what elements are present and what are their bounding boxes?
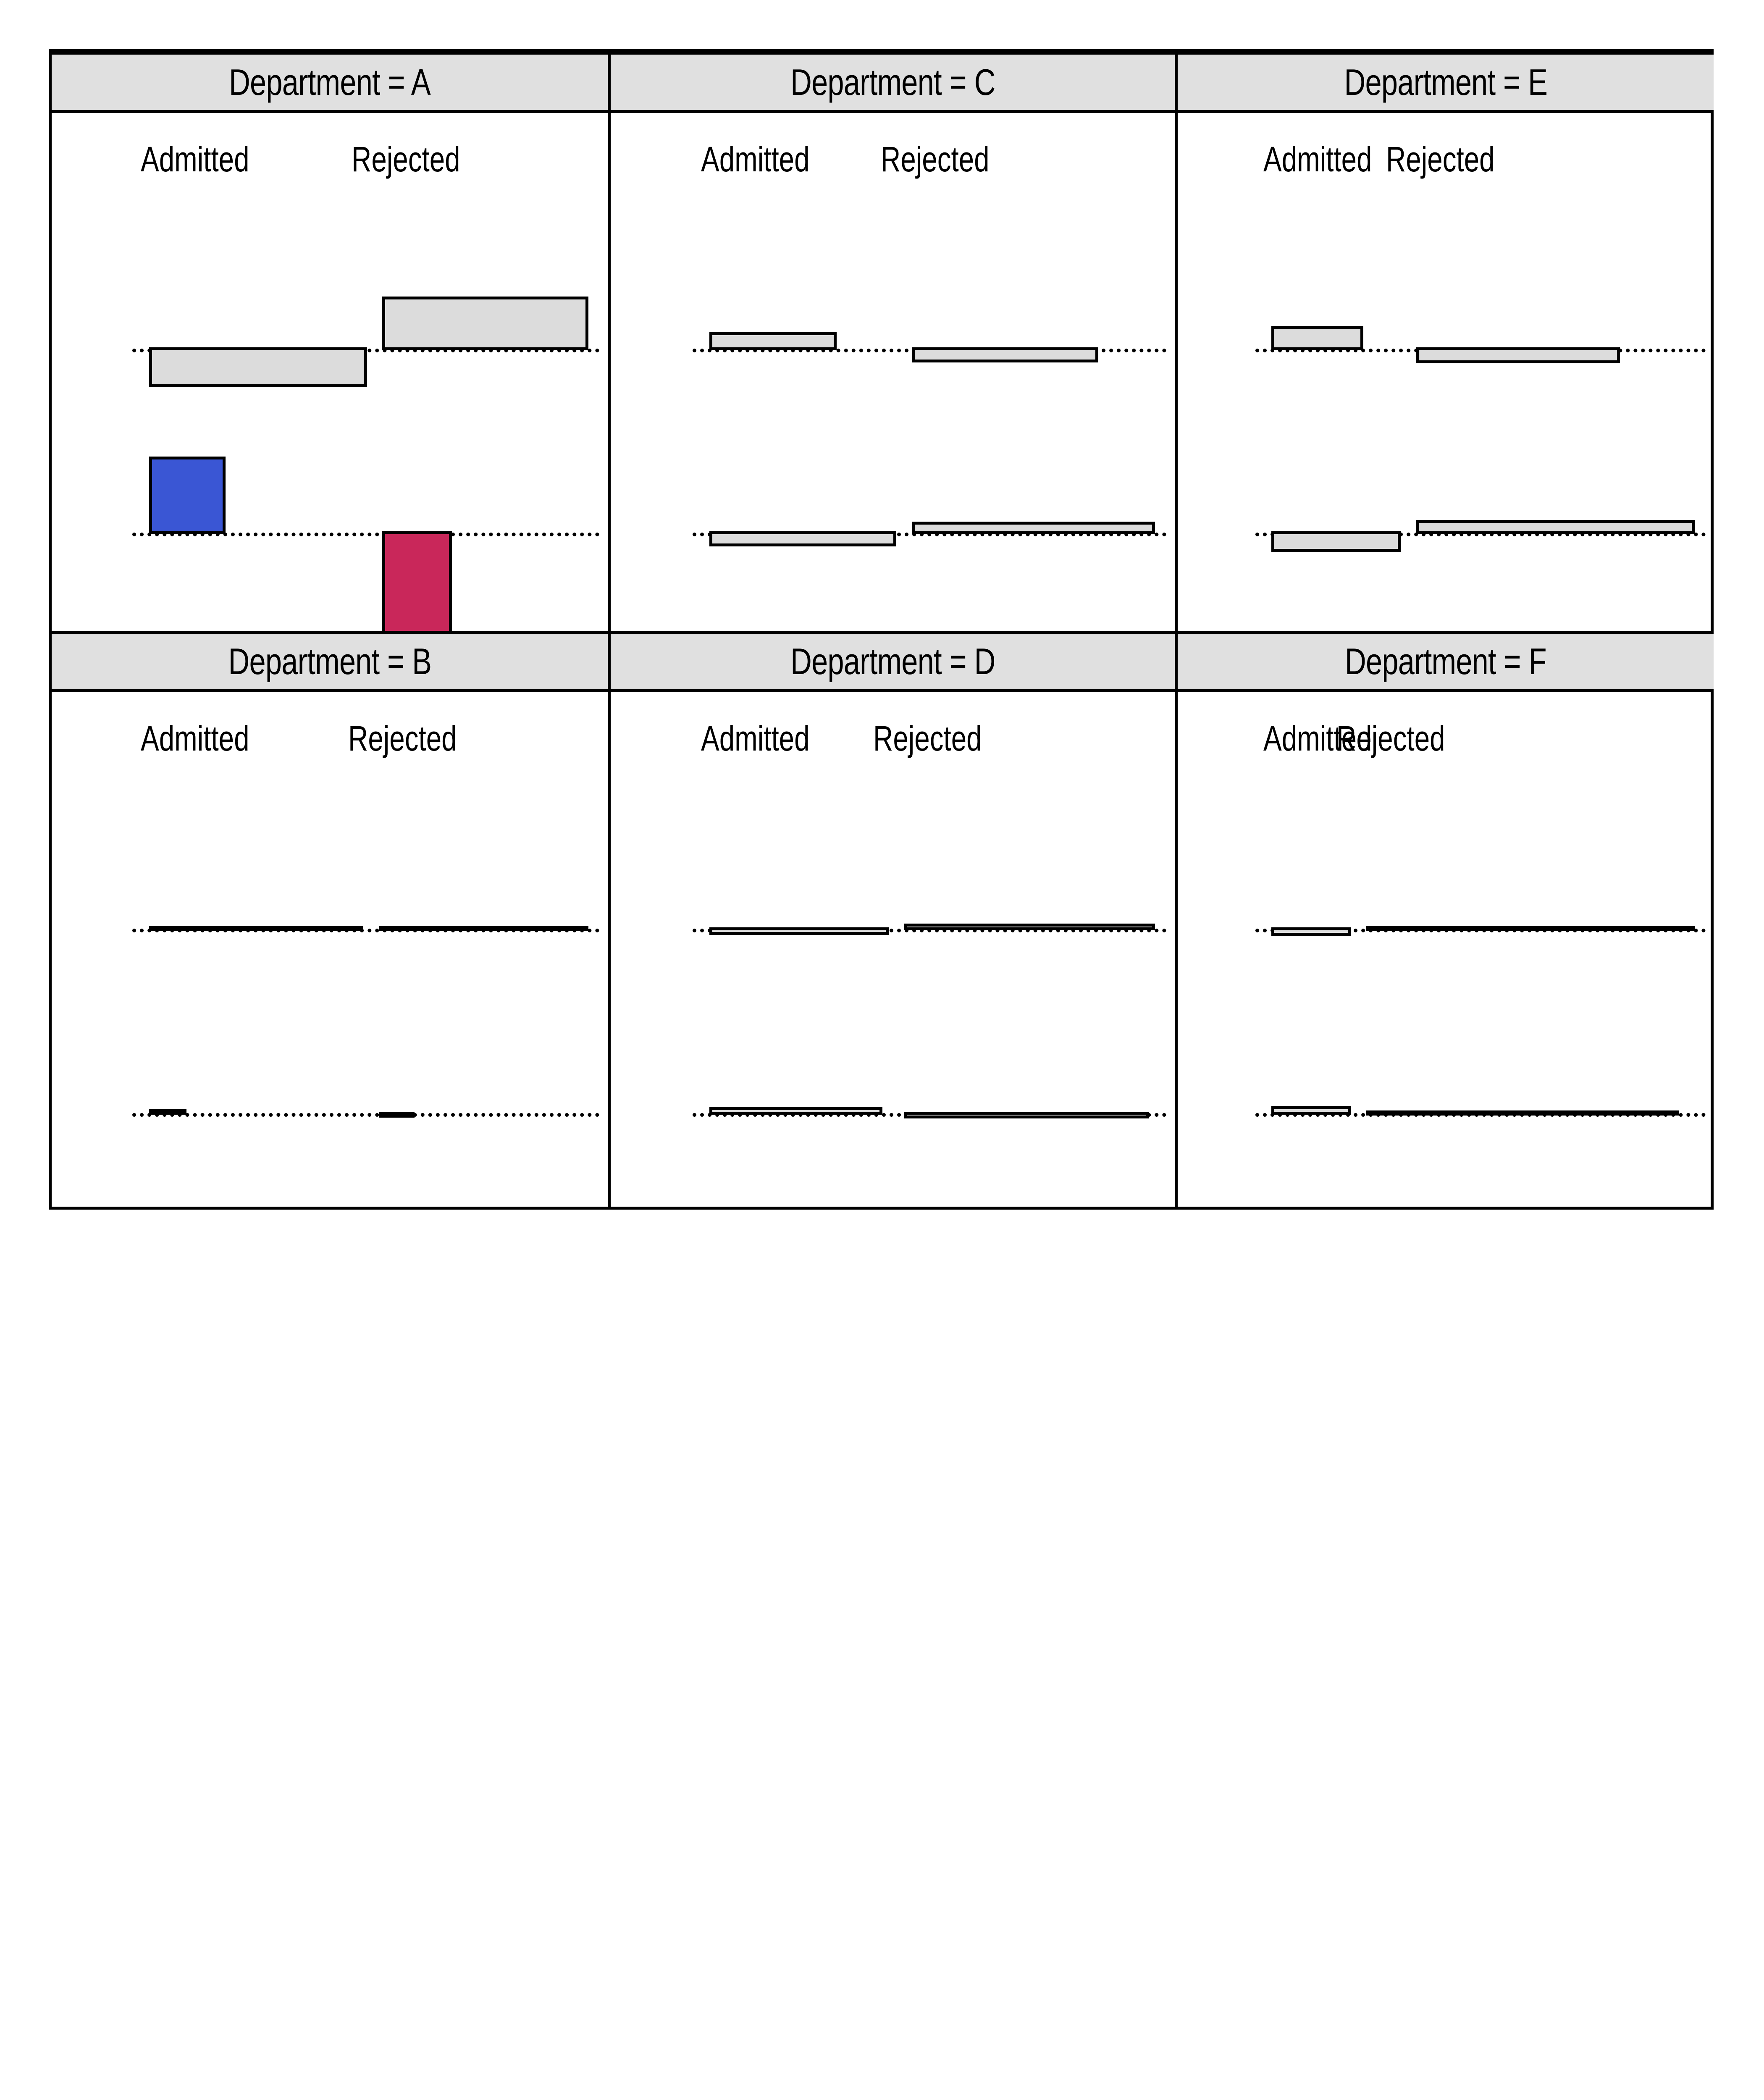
column-header-rejected: Rejected (352, 139, 461, 179)
column-header-admitted: Admitted (701, 139, 810, 179)
baseline-male (692, 928, 1166, 932)
column-header-admitted: Admitted (140, 719, 249, 759)
baseline-female (692, 532, 1166, 536)
baseline-female (1255, 532, 1706, 536)
bar-male-admitted (1271, 927, 1351, 936)
bar-male-rejected (911, 347, 1099, 362)
plot-frame: Department = A AdmittedRejectedMaleFemale… (49, 49, 1714, 1210)
panel-plot-area-0: AdmittedRejectedMaleFemale (52, 113, 608, 635)
panel-strip-4: Department = D (611, 631, 1175, 692)
bar-female-rejected (1415, 520, 1695, 534)
bar-male-rejected (378, 926, 588, 931)
panel-title: Department = F (1345, 640, 1547, 682)
panel-column-separator-0 (608, 52, 611, 1207)
bar-female-admitted (709, 1107, 883, 1115)
column-header-rejected: Rejected (1386, 139, 1495, 179)
bar-female-admitted (149, 457, 226, 534)
panel-title: Department = D (790, 640, 995, 682)
panel-column-separator-1 (1175, 52, 1178, 1207)
bar-female-rejected (1366, 1110, 1679, 1116)
panel-plot-area-5: AdmittedRejectedMaleFemale (1178, 692, 1714, 1212)
association-plot-figure: Department = A AdmittedRejectedMaleFemale… (49, 49, 1714, 1210)
column-header-admitted: Admitted (1263, 139, 1372, 179)
panel-strip-5: Department = F (1178, 631, 1714, 692)
panel-plot-area-2: AdmittedRejectedMaleFemale (1178, 113, 1714, 631)
bar-female-rejected (911, 522, 1155, 534)
column-header-rejected: Rejected (873, 719, 982, 759)
panel-strip-2: Department = E (1178, 52, 1714, 113)
bar-female-admitted (149, 1109, 186, 1115)
baseline-female (132, 532, 600, 536)
bar-female-admitted (1271, 1106, 1351, 1115)
bar-male-admitted (149, 347, 367, 387)
panel-title: Department = E (1344, 61, 1548, 103)
column-header-admitted: Admitted (1263, 719, 1372, 759)
baseline-male (132, 928, 600, 932)
bar-male-admitted (1271, 326, 1364, 350)
column-header-rejected: Rejected (880, 139, 990, 179)
bar-female-rejected (382, 531, 452, 635)
bar-male-rejected (1415, 347, 1620, 364)
panel-title: Department = B (228, 640, 432, 682)
bar-male-admitted (709, 332, 837, 350)
bar-female-rejected (904, 1111, 1149, 1118)
bar-male-rejected (382, 296, 588, 350)
panel-strip-1: Department = C (611, 52, 1175, 113)
bar-female-rejected (378, 1111, 415, 1118)
bar-male-rejected (904, 924, 1155, 930)
bar-female-admitted (1271, 531, 1401, 552)
bar-male-admitted (709, 927, 889, 935)
panel-plot-area-1: AdmittedRejectedMaleFemale (611, 113, 1175, 631)
bar-male-admitted (149, 926, 364, 931)
bar-male-rejected (1366, 926, 1695, 931)
column-header-rejected: Rejected (348, 719, 457, 759)
baseline-female (132, 1113, 600, 1117)
column-header-rejected: Rejected (1336, 719, 1445, 759)
column-header-admitted: Admitted (701, 719, 810, 759)
panel-strip-0: Department = A (52, 52, 608, 113)
panel-title: Department = C (790, 61, 995, 103)
panel-strip-3: Department = B (52, 631, 608, 692)
panel-plot-area-4: AdmittedRejectedMaleFemale (611, 692, 1175, 1212)
panel-plot-area-3: AdmittedRejectedMaleFemale (52, 692, 608, 1212)
panel-title: Department = A (229, 61, 431, 103)
bar-female-admitted (709, 531, 896, 546)
column-header-admitted: Admitted (140, 139, 249, 179)
